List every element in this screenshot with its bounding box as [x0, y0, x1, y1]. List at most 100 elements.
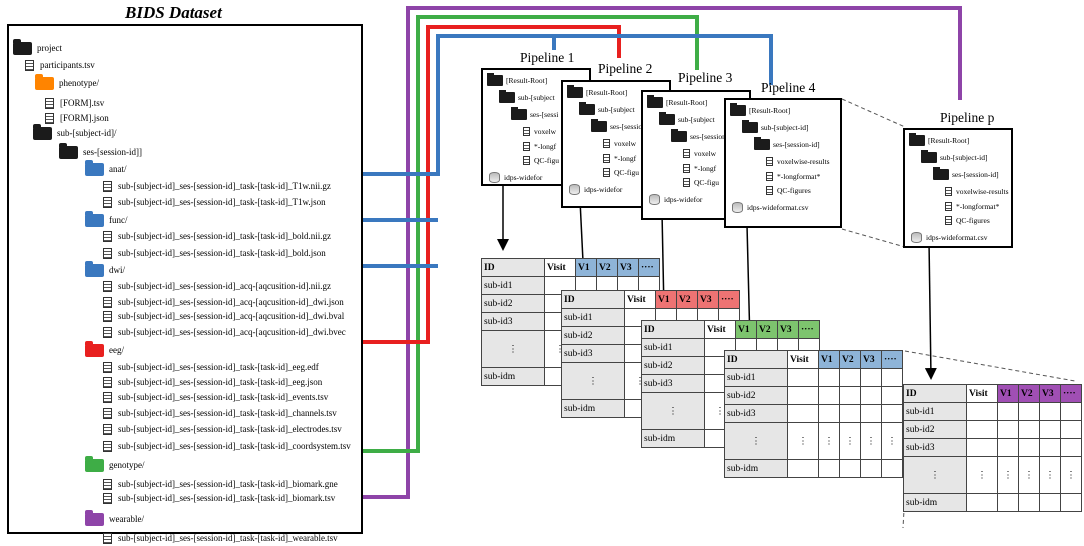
- file-icon: [103, 280, 112, 292]
- folder-icon: [85, 455, 104, 472]
- folder-icon: [85, 159, 104, 176]
- table-cell: ⋮: [1039, 456, 1061, 494]
- table-header-cell: Visit: [704, 320, 736, 339]
- table-cell: [1018, 438, 1040, 457]
- database-icon: [732, 202, 743, 213]
- pipeline-item: *-longf: [683, 162, 716, 175]
- file-icon: [523, 142, 530, 151]
- tree-label: sub-[subject-id]/: [57, 128, 117, 138]
- file-icon: [103, 310, 112, 322]
- tree-label: sub-[subject-id]_ses-[session-id]_task-[…: [118, 441, 351, 451]
- pipeline-item-label: ses-[session: [690, 132, 726, 141]
- pipeline-item-label: voxelw: [534, 127, 557, 136]
- file-icon: [103, 296, 112, 308]
- tree-file: sub-[subject-id]_ses-[session-id]_task-[…: [103, 405, 337, 421]
- tree-label: sub-[subject-id]_ses-[session-id]_task-[…: [118, 362, 319, 372]
- folder-icon: [487, 73, 503, 86]
- tree-label: sub-[subject-id]_ses-[session-id]_acq-[a…: [118, 311, 345, 321]
- pipeline-item: QC-figu: [523, 154, 559, 167]
- tree-label: eeg/: [109, 345, 124, 355]
- file-icon: [945, 202, 952, 211]
- database-icon: [569, 184, 580, 195]
- pipeline-item-label: idps-widefor: [504, 173, 543, 182]
- pipeline-item: *-longf: [523, 140, 556, 153]
- pipeline-label: Pipeline 2: [598, 61, 653, 76]
- folder-icon: [35, 73, 54, 90]
- table-cell: [818, 459, 840, 478]
- file-icon: [766, 172, 773, 181]
- pipeline-item: idps-wideformat.csv: [732, 201, 808, 214]
- tree-label: func/: [109, 215, 128, 225]
- tree-label: genotype/: [109, 460, 145, 470]
- table-cell: [818, 368, 840, 387]
- table-id-cell: sub-id3: [641, 374, 705, 393]
- file-icon: [45, 112, 54, 124]
- table-cell: [1039, 420, 1061, 439]
- tree-file: sub-[subject-id]_ses-[session-id]_acq-[a…: [103, 324, 346, 340]
- tree-label: ses-[session-id]]: [83, 147, 142, 157]
- pipeline-item: QC-figu: [683, 176, 719, 189]
- file-icon: [103, 423, 112, 435]
- file-icon: [603, 168, 610, 177]
- table-header-cell: V1: [818, 350, 840, 369]
- arrow-pp: [924, 240, 937, 380]
- pipeline-item-label: *-longformat*: [956, 202, 1000, 211]
- table-cell: [881, 459, 903, 478]
- table-cell: [860, 368, 882, 387]
- file-icon: [103, 247, 112, 259]
- table-id-cell: sub-id2: [561, 326, 625, 345]
- pipeline-item-label: QC-figu: [614, 168, 639, 177]
- pipeline-label: Pipeline 3: [678, 70, 733, 85]
- file-icon: [603, 139, 610, 148]
- pipeline-item: ses-[session-id]: [754, 137, 820, 151]
- file-icon: [683, 178, 690, 187]
- table-header-cell: ID: [903, 384, 967, 403]
- table-cell: ⋮: [966, 456, 998, 494]
- table-cell: ⋮: [787, 422, 819, 460]
- table-row: sub-id1: [903, 402, 1082, 421]
- pipeline-item-label: QC-figures: [777, 186, 811, 195]
- folder-icon: [742, 120, 758, 133]
- table-id-cell: sub-idm: [561, 399, 625, 418]
- table-cell: [839, 368, 861, 387]
- table-cell: [1018, 402, 1040, 421]
- tree-label: project: [37, 43, 62, 53]
- table-cell: [966, 493, 998, 512]
- pipeline-item-label: *-longf: [694, 164, 717, 173]
- pipeline-item-label: idps-wideformat.csv: [747, 203, 809, 212]
- table-header-cell: ID: [724, 350, 788, 369]
- pipeline-item: sub-[subject: [659, 112, 715, 126]
- table-cell: [860, 386, 882, 405]
- table-header-cell: Visit: [787, 350, 819, 369]
- table-cell: [1060, 493, 1082, 512]
- tree-label: participants.tsv: [40, 60, 95, 70]
- tree-file: sub-[subject-id]_ses-[session-id]_acq-[a…: [103, 278, 331, 294]
- table-id-cell: ⋮: [561, 362, 625, 400]
- file-icon: [103, 391, 112, 403]
- table-id-cell: ⋮: [641, 392, 705, 430]
- table-id-cell: sub-id1: [641, 338, 705, 357]
- pipeline-item-label: sub-[subject: [518, 93, 555, 102]
- tree-file: sub-[subject-id]_ses-[session-id]_acq-[a…: [103, 294, 344, 310]
- database-icon: [911, 232, 922, 243]
- table-cell: ⋮: [839, 422, 861, 460]
- pipeline-item: sub-[subject-id]: [921, 150, 988, 164]
- tree-folder: eeg/: [85, 340, 124, 358]
- table-row: sub-id2: [903, 420, 1082, 439]
- table-cell: [997, 402, 1019, 421]
- purple-connector: [363, 6, 962, 499]
- pipeline-item: ses-[session: [671, 129, 726, 143]
- tree-file: sub-[subject-id]_ses-[session-id]_task-[…: [103, 178, 331, 194]
- file-icon: [683, 164, 690, 173]
- file-icon: [45, 97, 54, 109]
- tree-file: sub-[subject-id]_ses-[session-id]_task-[…: [103, 228, 331, 244]
- table-cell: [1039, 438, 1061, 457]
- pipeline-item-label: *-longf: [614, 154, 637, 163]
- table-header-cell: V2: [1018, 384, 1040, 403]
- pipeline-item-label: voxelw: [694, 149, 717, 158]
- table-id-cell: sub-idm: [481, 367, 545, 386]
- tree-file: sub-[subject-id]_ses-[session-id]_task-[…: [103, 194, 326, 210]
- table-cell: ⋮: [1018, 456, 1040, 494]
- table-id-cell: sub-id1: [724, 368, 788, 387]
